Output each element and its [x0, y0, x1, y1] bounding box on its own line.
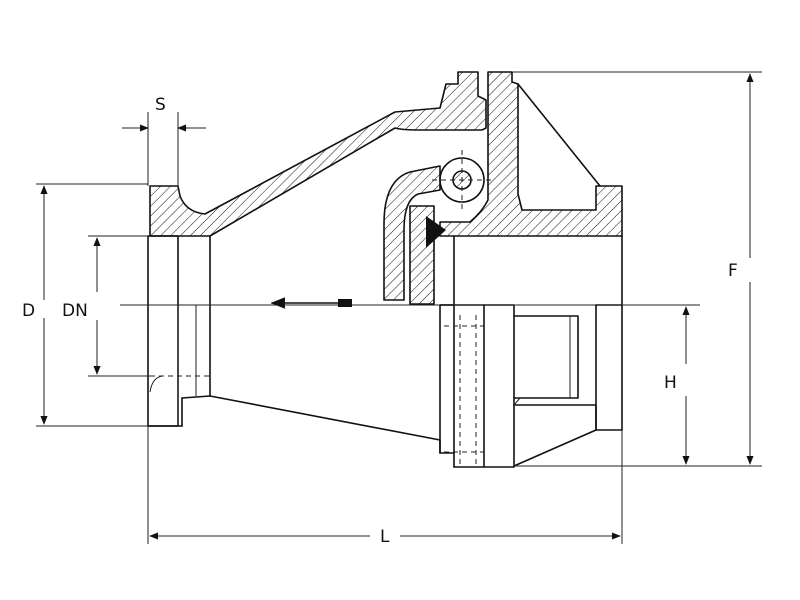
middle-flanges — [439, 235, 515, 468]
dim-s — [122, 112, 206, 186]
upper-body-section — [149, 71, 487, 237]
label-l: L — [380, 527, 390, 547]
hinge-arm-section — [383, 165, 441, 301]
bonnet-rib — [517, 83, 601, 187]
label-f: F — [728, 261, 738, 281]
bonnet-section — [439, 71, 623, 237]
label-s: S — [155, 95, 166, 115]
label-d: D — [22, 301, 35, 321]
dim-d — [36, 183, 148, 427]
inlet-flange — [147, 235, 179, 427]
dim-dn — [88, 235, 150, 377]
dim-h — [514, 306, 700, 467]
dim-l — [147, 426, 623, 544]
label-h: H — [664, 373, 677, 393]
body-internal-lines — [147, 235, 441, 441]
outlet-section — [513, 235, 623, 467]
label-dn: DN — [62, 301, 88, 321]
seal-wedge — [426, 216, 446, 248]
hinge-pin — [439, 157, 485, 203]
flow-arrow — [270, 297, 352, 309]
dim-f — [512, 71, 762, 467]
